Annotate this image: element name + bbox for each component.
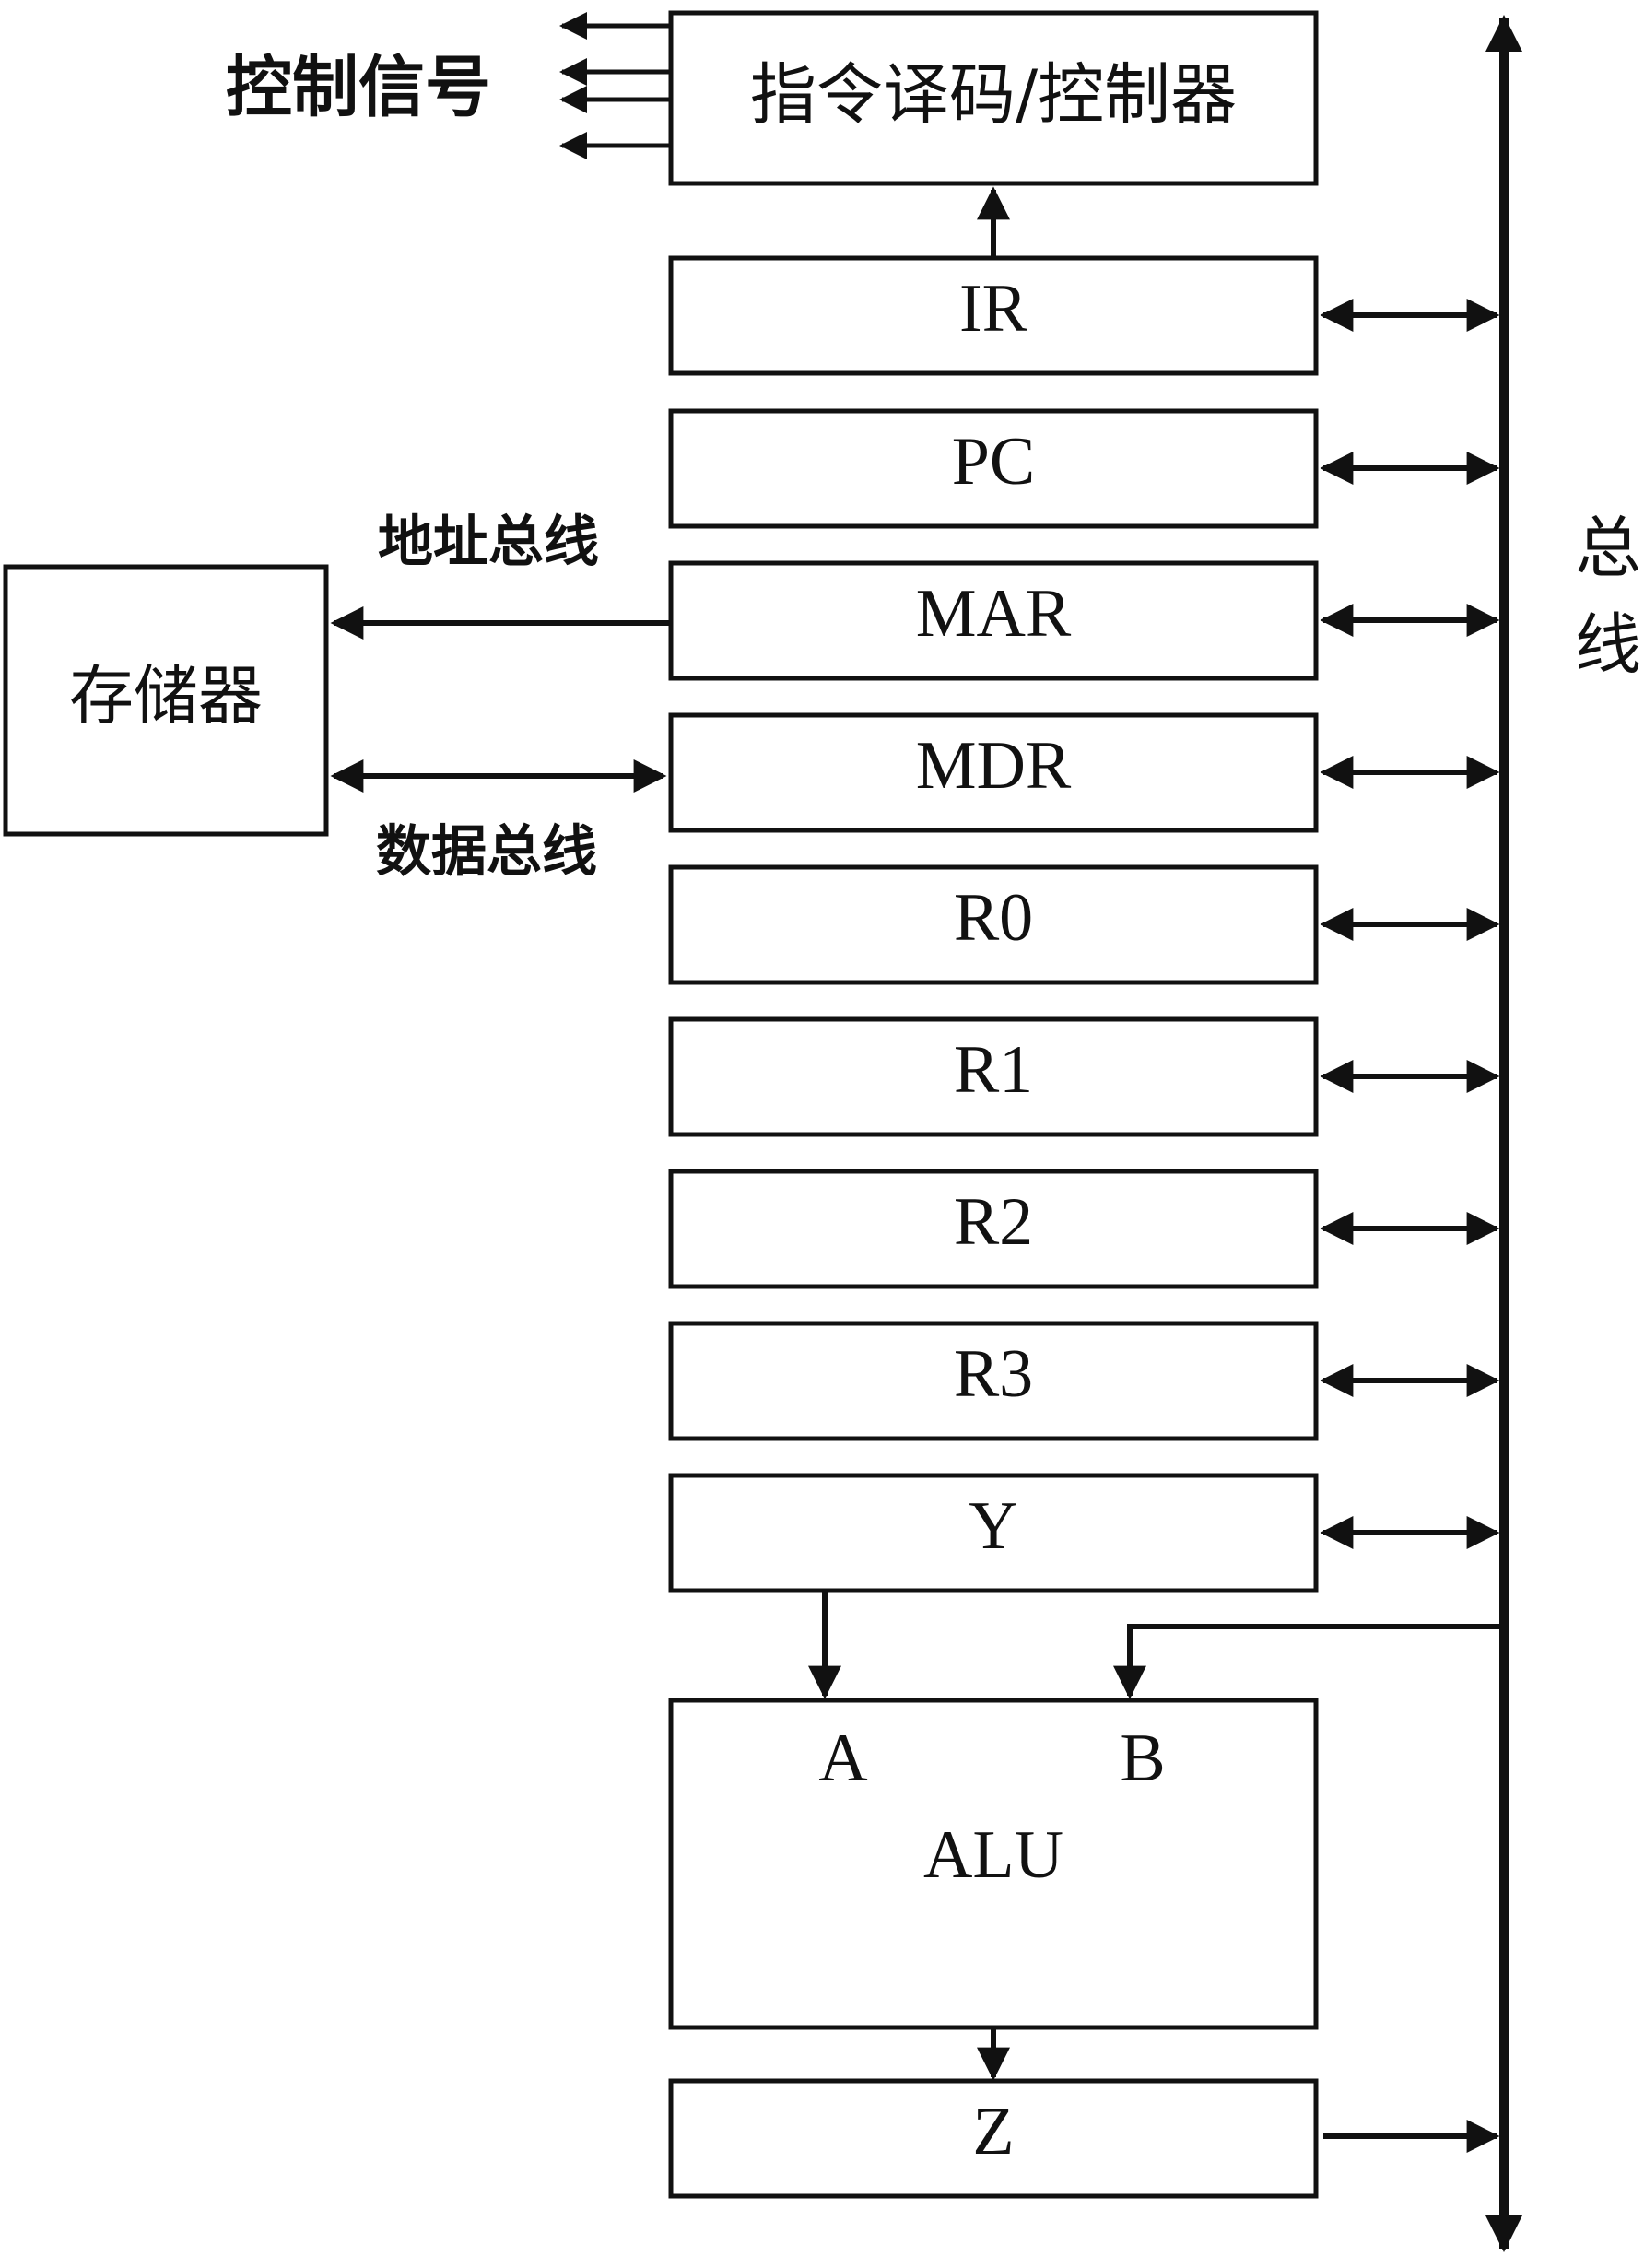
r0-register-box	[668, 864, 1319, 985]
r3-register-box	[668, 1321, 1319, 1441]
mdr-register-label: MDR	[916, 728, 1072, 804]
r1-register-box	[668, 1016, 1319, 1137]
r1-register-label: R1	[954, 1032, 1033, 1108]
pc-register-box	[668, 408, 1319, 529]
ir-register-box	[668, 255, 1319, 376]
memory-label: 存储器	[69, 658, 263, 734]
r2-register-box	[668, 1169, 1319, 1289]
controller-box	[668, 10, 1319, 186]
data-bus-label: 数据总线	[376, 820, 597, 885]
z-register-box	[668, 2078, 1319, 2199]
bus-to-alu-b-arrow	[1113, 1624, 1504, 1699]
r3-register-label: R3	[954, 1336, 1033, 1412]
pc-register-label: PC	[952, 424, 1036, 499]
z-register-label: Z	[972, 2094, 1014, 2169]
r0-register-label: R0	[954, 880, 1033, 956]
r2-register-label: R2	[954, 1184, 1033, 1260]
address-bus-label: 地址总线	[378, 511, 599, 575]
y-register-box	[668, 1473, 1319, 1593]
bus-label-1: 总	[1575, 510, 1641, 587]
alu-box	[668, 1698, 1319, 2030]
memory-box	[3, 564, 329, 837]
controller-label: 指令译码/控制器	[750, 56, 1237, 134]
mar-register-label: MAR	[916, 576, 1072, 652]
mar-register-box	[668, 560, 1319, 681]
ir-register-label: IR	[959, 271, 1028, 347]
alu-label: ALU	[923, 1817, 1063, 1893]
alu-input-b-label: B	[1120, 1721, 1165, 1796]
mdr-register-box	[668, 712, 1319, 833]
alu-input-a-label: A	[818, 1721, 867, 1796]
bus-label-2: 线	[1575, 606, 1641, 684]
y-register-label: Y	[969, 1488, 1017, 1564]
control-signals-label: 控制信号	[226, 49, 491, 126]
